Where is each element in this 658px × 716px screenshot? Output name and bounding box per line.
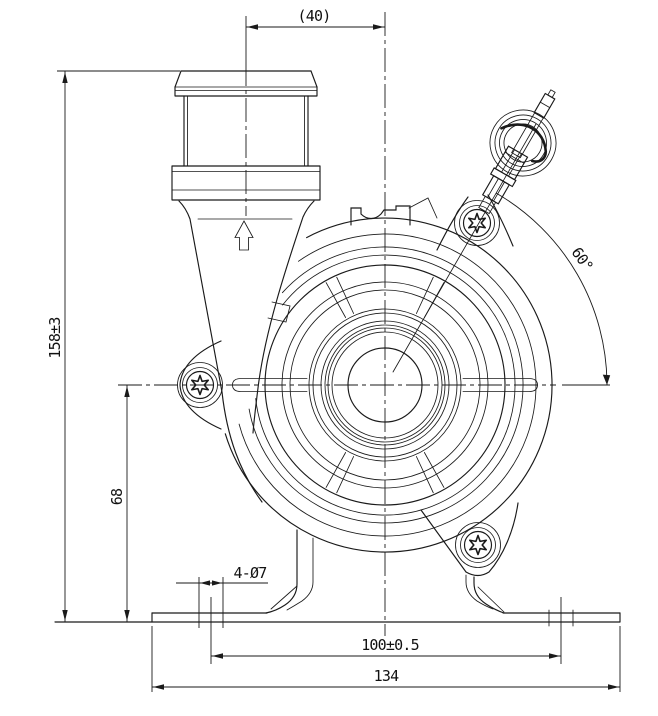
- dim-arrow: [62, 610, 68, 621]
- neck-right-edge: [252, 200, 315, 434]
- top-mounting-tab: [350, 205, 411, 226]
- dim-inlet-offset-label: (40): [298, 7, 331, 25]
- left-lug-plate: [179, 340, 222, 430]
- right-gusset: [477, 586, 505, 613]
- dimension-annotations: (40) 158±3 68 4-Ø7 100±0.5: [46, 7, 621, 692]
- dim-overall-height-label: 158±3: [46, 317, 64, 358]
- dim-valve-angle-label: 60°: [568, 244, 597, 275]
- dim-arrow: [608, 684, 619, 690]
- right-leg: [473, 576, 505, 614]
- dim-mounting-holes: 4-Ø7: [176, 564, 268, 628]
- dim-mounting-holes-label: 4-Ø7: [234, 564, 267, 582]
- bottom-right-lug-plate: [420, 502, 519, 577]
- right-hole-edges: [548, 609, 574, 627]
- dim-arrow: [212, 653, 223, 659]
- dim-arrow: [124, 386, 130, 397]
- mounting-feet: [54, 529, 621, 627]
- flow-direction-arrow-icon: [234, 220, 254, 251]
- dim-arrow: [62, 72, 68, 83]
- top-right-lug-plate: [436, 194, 514, 251]
- casing-step-detail: [267, 301, 291, 323]
- dim-arrow: [200, 580, 210, 586]
- volute-casing: [224, 197, 553, 553]
- dim-overall-width: 134: [151, 626, 621, 692]
- dim-overall-height: 158±3: [46, 70, 180, 622]
- dim-arrow: [373, 24, 384, 30]
- neck-left-edge: [178, 200, 263, 503]
- dim-overall-width-label: 134: [374, 667, 399, 685]
- inlet-pipe: [171, 70, 321, 503]
- left-gusset: [270, 585, 298, 610]
- dim-base-to-center: 68: [108, 385, 130, 622]
- bleed-valve: [478, 89, 557, 215]
- torx-screw: [454, 521, 502, 569]
- dim-inlet-offset: (40): [246, 7, 385, 30]
- dim-valve-angle: 60°: [392, 123, 611, 386]
- valve-angle-ray: [392, 123, 537, 373]
- dim-hole-pitch-label: 100±0.5: [361, 636, 419, 654]
- dim-hole-pitch: 100±0.5: [210, 597, 562, 664]
- dim-arrow: [212, 580, 222, 586]
- dim-arrow: [124, 610, 130, 621]
- dim-arrow: [247, 24, 258, 30]
- retainer-clip: [500, 123, 548, 163]
- left-leg: [265, 529, 298, 614]
- dim-arrow: [153, 684, 164, 690]
- shaft-bore: [347, 347, 423, 423]
- dim-base-to-center-label: 68: [108, 488, 126, 505]
- dim-arrow: [549, 653, 560, 659]
- top-right-plate: [408, 197, 438, 219]
- dim-arrow: [602, 374, 611, 385]
- pump-outline: [54, 70, 621, 627]
